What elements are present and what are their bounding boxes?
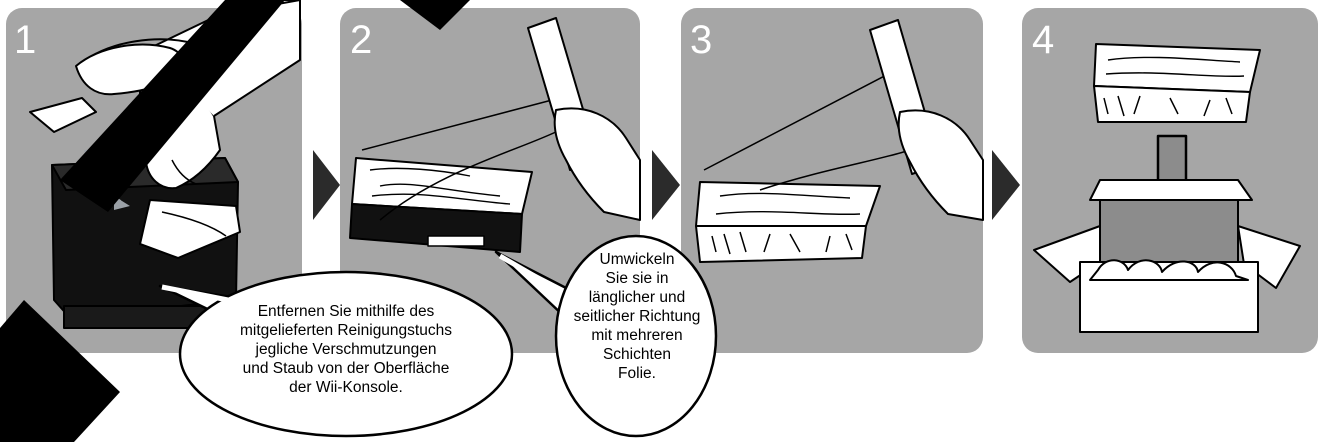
next-step-arrow-1	[313, 150, 340, 220]
step-number-1: 1	[14, 20, 36, 60]
wrapped-console	[1094, 44, 1260, 92]
wrapped-console-top	[696, 182, 880, 226]
step-number-4: 4	[1032, 20, 1054, 60]
next-step-arrow-3	[992, 150, 1020, 220]
speech-bubble-1-text: Entfernen Sie mithilfe des mitgelieferte…	[196, 302, 496, 397]
step-number-2: 2	[350, 20, 372, 60]
speech-bubble-2-text: Umwickeln Sie sie in länglicher und seit…	[560, 250, 714, 383]
next-step-arrow-2	[652, 150, 680, 220]
step-number-3: 3	[690, 20, 712, 60]
shipping-box	[1090, 180, 1252, 200]
